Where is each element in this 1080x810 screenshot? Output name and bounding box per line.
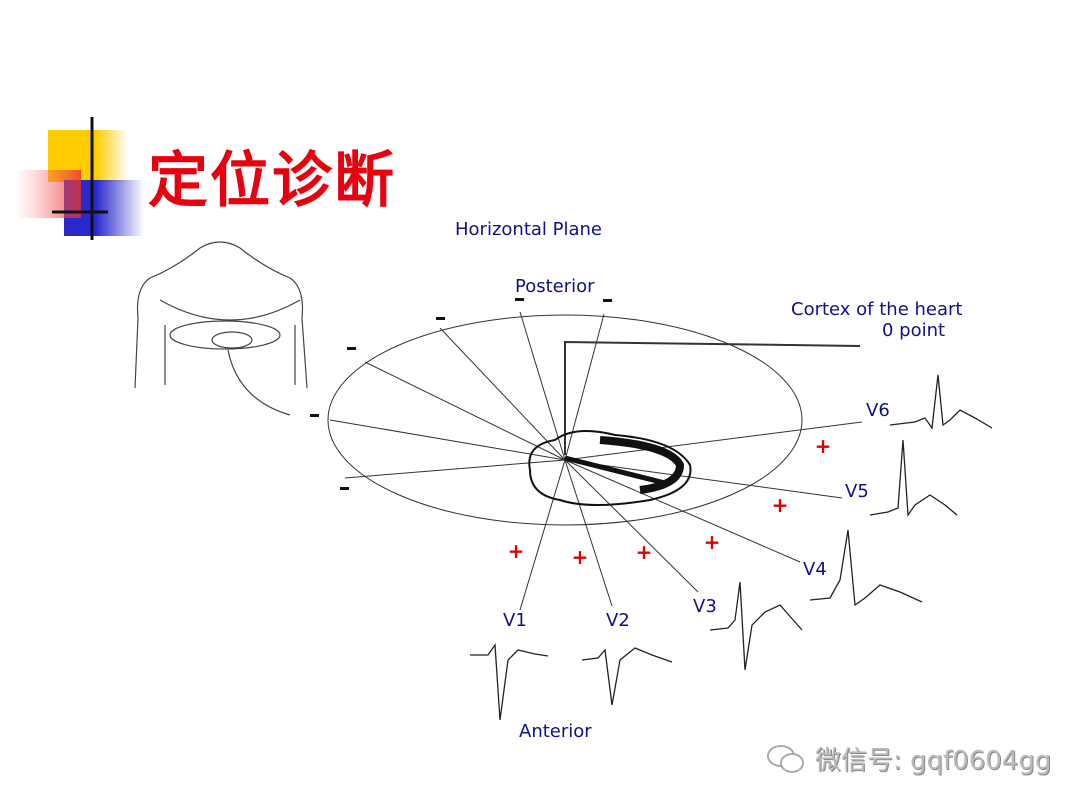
lead-label-v3: V3 [693, 596, 717, 617]
posterior-label: Posterior [515, 276, 595, 297]
diagram-heading: Horizontal Plane [455, 219, 602, 240]
svg-text:+: + [772, 493, 789, 517]
title-decoration-icon [15, 117, 144, 240]
lead-label-v4: V4 [803, 559, 827, 580]
wechat-icon [767, 744, 804, 773]
lead-label-v2: V2 [606, 610, 630, 631]
svg-text:+: + [815, 434, 832, 458]
watermark-text: 微信号: gqf0604gg [815, 746, 1052, 776]
zero-point-label-line2: 0 point [882, 320, 946, 341]
svg-text:+: + [636, 540, 653, 564]
svg-text:+: + [508, 539, 525, 563]
torso-sketch [134, 241, 308, 416]
watermark: 微信号: gqf0604gg [765, 740, 1051, 777]
lead-label-v6: V6 [866, 400, 890, 421]
ecg-traces [470, 374, 993, 721]
negative-signs [310, 298, 612, 490]
anterior-label: Anterior [519, 721, 592, 742]
svg-text:+: + [572, 545, 589, 569]
heart-cross-section [528, 430, 692, 506]
positive-signs: + + + + + + [508, 434, 832, 569]
lead-label-v1: V1 [503, 610, 527, 631]
page-title: 定位诊断 [148, 146, 396, 216]
horizontal-plane [327, 311, 863, 611]
lead-label-v5: V5 [845, 481, 869, 502]
svg-text:+: + [704, 530, 721, 554]
zero-point-label-line1: Cortex of the heart [791, 299, 963, 320]
